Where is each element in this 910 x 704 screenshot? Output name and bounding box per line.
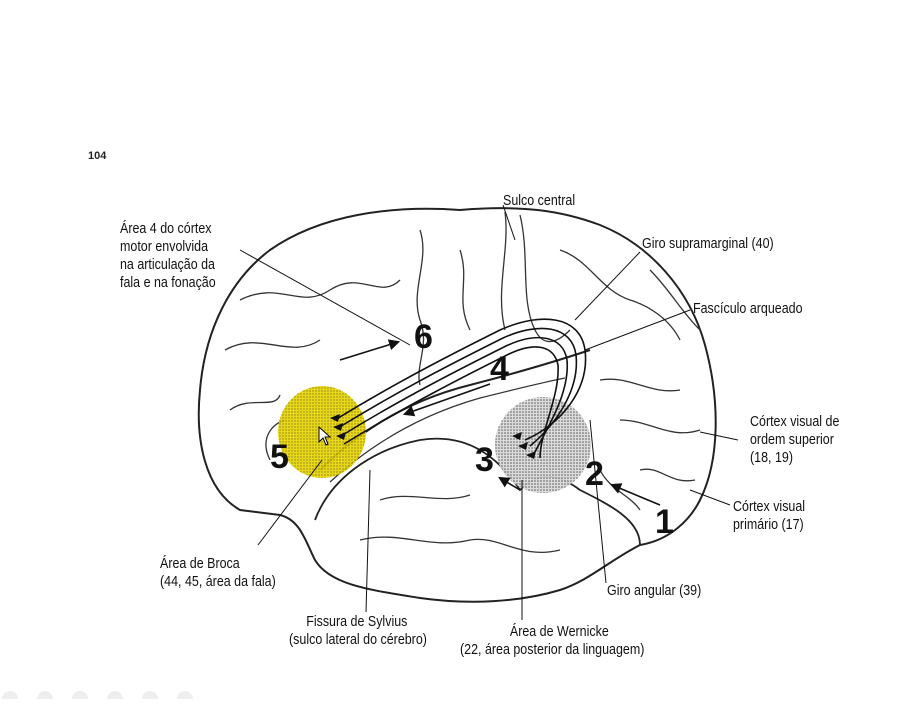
label-cortex-primario-line: primário (17) — [733, 517, 804, 533]
label-cortex-visual-superior: Córtex visual de ordem superior (18, 19) — [750, 413, 839, 467]
label-cortex-primario-line: Córtex visual — [733, 499, 806, 515]
step-number-3: 3 — [475, 441, 494, 479]
gyri-lines — [224, 211, 701, 554]
label-area4: Área 4 do córtex motor envolvida na arti… — [120, 220, 216, 292]
label-area4-line: motor envolvida — [120, 239, 209, 255]
label-area4-line: Área 4 do córtex — [120, 221, 212, 237]
label-broca-line: (44, 45, área da fala) — [160, 574, 276, 590]
label-sylvius: Fissura de Sylvius (sulco lateral do cér… — [289, 613, 427, 649]
label-area4-line: na articulação da — [120, 257, 215, 273]
label-sylvius-line: Fissura de Sylvius — [306, 614, 408, 630]
bottom-dots — [2, 691, 193, 704]
step-number-1: 1 — [655, 503, 674, 541]
fibre-arrowheads — [330, 414, 536, 459]
label-cortex-superior-line: ordem superior — [750, 432, 834, 448]
label-area4-line: fala e na fonação — [120, 275, 216, 291]
step-number-5: 5 — [270, 438, 289, 476]
label-cortex-superior-line: (18, 19) — [750, 450, 793, 466]
step-number-6: 6 — [414, 318, 433, 356]
label-wernicke-line: Área de Wernicke — [509, 624, 609, 640]
wernicke-area — [495, 397, 591, 493]
label-giro-angular: Giro angular (39) — [607, 583, 702, 599]
label-broca-line: Área de Broca — [160, 556, 240, 572]
mouse-cursor-icon — [318, 426, 332, 446]
step-number-4: 4 — [490, 350, 509, 388]
label-sulco-central: Sulco central — [503, 193, 576, 209]
arcuate-fasciculus — [334, 318, 587, 459]
label-giro-supramarginal: Giro supramarginal (40) — [642, 236, 774, 252]
label-broca: Área de Broca (44, 45, área da fala) — [160, 555, 276, 591]
leader-lines — [239, 204, 739, 620]
label-cortex-superior-line: Córtex visual de — [750, 414, 840, 430]
label-fasciculo-arqueado: Fascículo arqueado — [693, 301, 803, 317]
label-cortex-visual-primario: Córtex visual primário (17) — [733, 498, 805, 534]
page-marker: 104 — [88, 150, 107, 162]
label-sylvius-line: (sulco lateral do cérebro) — [289, 632, 427, 648]
step-number-2: 2 — [585, 455, 604, 493]
pathway-arrows — [339, 339, 661, 506]
label-wernicke: Área de Wernicke (22, área posterior da … — [460, 623, 644, 659]
label-wernicke-line: (22, área posterior da linguagem) — [460, 642, 645, 658]
